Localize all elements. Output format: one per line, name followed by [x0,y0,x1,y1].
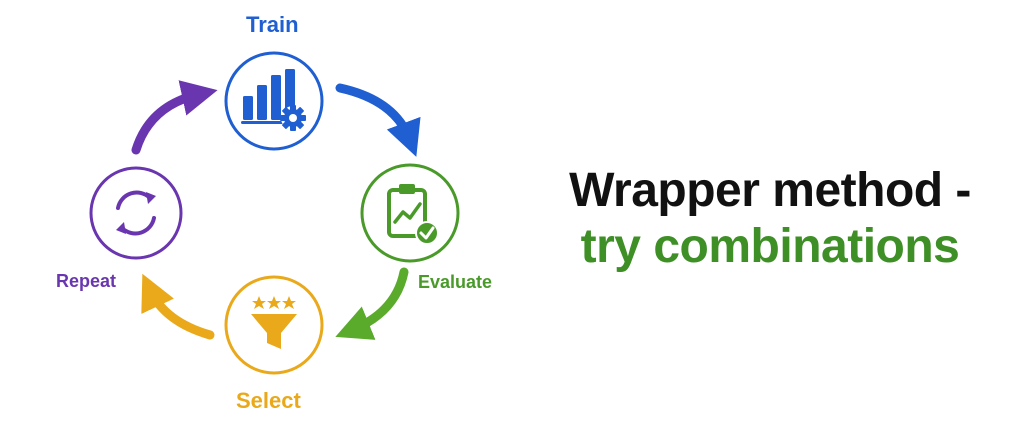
arrow-evaluate-to-select [335,267,409,340]
evaluate-node [360,163,460,263]
evaluate-label: Evaluate [418,272,493,292]
arrow-train-to-evaluate [335,83,421,157]
bar-chart-gear-icon [241,69,306,131]
cycle-diagram [89,51,460,375]
funnel-stars-icon [251,296,297,349]
arrow-select-to-repeat [141,273,215,340]
clipboard-check-icon [387,184,439,245]
arrow-repeat-to-train [131,80,218,155]
repeat-label: Repeat [56,271,117,291]
heading-line-1: Wrapper method - [569,164,971,217]
select-label: Select [236,388,301,413]
heading-line-2: try combinations [580,220,960,273]
refresh-arrows-icon [116,190,156,236]
train-label: Train [246,12,299,37]
repeat-node [89,166,183,260]
train-node [224,51,324,151]
select-node [224,275,324,375]
